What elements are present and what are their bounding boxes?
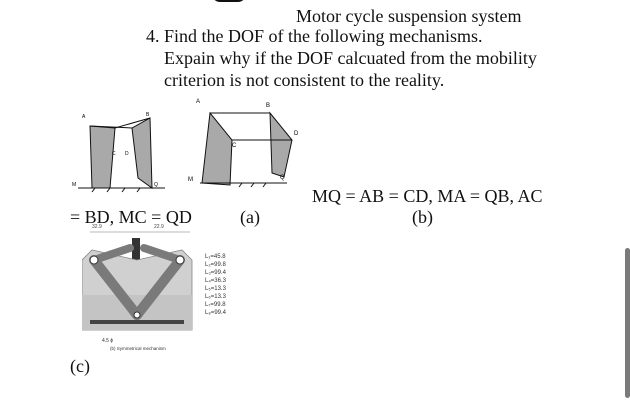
dim-top-right: 22.9 bbox=[154, 224, 164, 230]
label-D: D bbox=[125, 151, 129, 157]
condition-a: = BD, MC = QD bbox=[70, 207, 192, 227]
label-B: B bbox=[266, 103, 270, 109]
label-Q: Q bbox=[280, 175, 285, 181]
legend-c-1: L₁=45.8 bbox=[205, 254, 226, 260]
figure-c-subcaption: (b) Symmetrical mechanism bbox=[110, 346, 166, 351]
legend-c-4: L₄=36.3 bbox=[205, 278, 226, 284]
header-title: Motor cycle suspension system bbox=[296, 6, 522, 26]
legend-c-2: L₂=99.8 bbox=[205, 262, 226, 268]
legend-c-3: L₃=99.4 bbox=[205, 270, 226, 276]
label-M: M bbox=[72, 182, 76, 188]
label-A: A bbox=[82, 114, 86, 120]
caption-a: (a) bbox=[240, 207, 260, 227]
legend-c-6: L₆=13.3 bbox=[205, 294, 226, 300]
label-C: C bbox=[112, 151, 116, 157]
label-D: D bbox=[294, 131, 299, 137]
mechanism-b-diagram: A B C D M Q bbox=[188, 99, 299, 188]
legend-c-8: L₈=99.4 bbox=[205, 310, 227, 316]
label-B: B bbox=[146, 112, 150, 118]
legend-c-5: L₅=13.3 bbox=[205, 286, 226, 292]
question-line-2: Expain why if the DOF calcuated from the… bbox=[164, 48, 537, 68]
caption-b: (b) bbox=[412, 207, 433, 227]
question-line-3: criterion is not consistent to the reali… bbox=[164, 70, 445, 90]
partial-image-top bbox=[212, 0, 246, 2]
condition-b: MQ = AB = CD, MA = QB, AC bbox=[312, 186, 543, 206]
label-A: A bbox=[196, 99, 200, 105]
legend-c-7: L₇=99.8 bbox=[205, 302, 226, 308]
caption-c: (c) bbox=[70, 356, 90, 376]
label-M: M bbox=[188, 177, 193, 183]
vertical-scrollbar[interactable] bbox=[625, 248, 630, 398]
label-C: C bbox=[232, 143, 237, 149]
label-Q: Q bbox=[154, 182, 158, 188]
mechanism-a-left-diagram: A B C D M Q bbox=[72, 112, 165, 193]
dim-bottom: 4.5 ϕ bbox=[102, 338, 113, 344]
question-line-1: 4. Find the DOF of the following mechani… bbox=[146, 26, 483, 46]
mechanism-c-diagram: 32.9 22.9 4.5 ϕ (b) Symmetrical mechanis… bbox=[82, 224, 193, 351]
dim-top-left: 32.9 bbox=[92, 224, 102, 230]
